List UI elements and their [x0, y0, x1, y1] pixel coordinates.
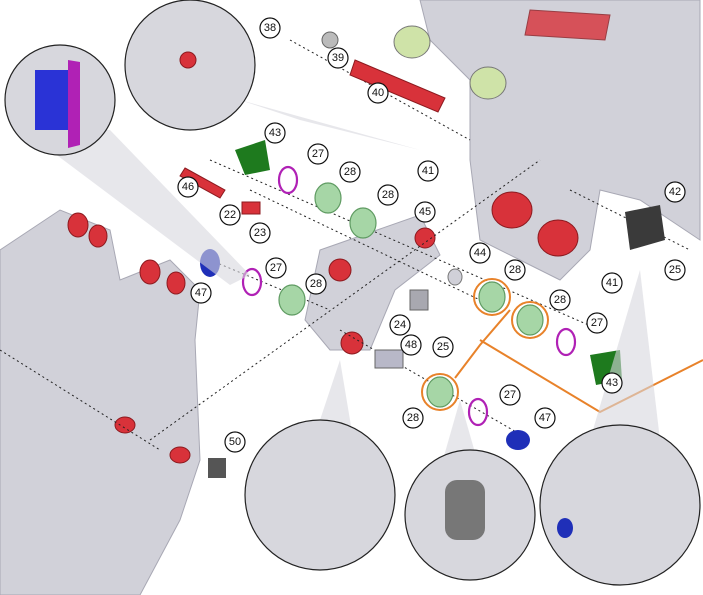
svg-text:45: 45 [419, 206, 431, 218]
svg-text:48: 48 [405, 339, 417, 351]
callout-27: 27 [499, 384, 521, 406]
svg-text:46: 46 [182, 181, 194, 193]
callout-41: 41 [417, 160, 439, 182]
svg-text:38: 38 [264, 22, 276, 34]
callout-28: 28 [339, 161, 361, 183]
svg-text:43: 43 [606, 377, 618, 389]
svg-text:28: 28 [554, 294, 566, 306]
callout-27: 27 [586, 312, 608, 334]
callout-39: 39 [327, 47, 349, 69]
callout-22: 22 [219, 204, 241, 226]
callout-40: 40 [367, 82, 389, 104]
svg-text:43: 43 [269, 127, 281, 139]
callouts: 38 39 40 43 27 28 28 46 22 23 45 41 42 2… [177, 17, 686, 453]
svg-text:28: 28 [407, 412, 419, 424]
assembly-axes [0, 39, 691, 451]
callout-38: 38 [259, 17, 281, 39]
callout-25: 25 [432, 336, 454, 358]
callout-43: 43 [601, 372, 623, 394]
parts [179, 31, 703, 478]
svg-text:47: 47 [195, 287, 207, 299]
nut-43 [235, 140, 270, 175]
svg-text:28: 28 [382, 189, 394, 201]
svg-text:42: 42 [669, 186, 681, 198]
svg-text:39: 39 [332, 52, 344, 64]
svg-text:27: 27 [312, 148, 324, 160]
callout-23: 23 [249, 222, 271, 244]
svg-text:28: 28 [310, 278, 322, 290]
svg-text:27: 27 [504, 389, 516, 401]
svg-text:40: 40 [372, 87, 384, 99]
svg-text:27: 27 [270, 262, 282, 274]
callout-44: 44 [469, 242, 491, 264]
svg-text:24: 24 [394, 319, 406, 331]
svg-text:25: 25 [669, 264, 681, 276]
callout-45: 45 [414, 201, 436, 223]
callout-47: 47 [534, 407, 556, 429]
callout-27: 27 [265, 257, 287, 279]
svg-text:41: 41 [422, 165, 434, 177]
callout-47: 47 [190, 282, 212, 304]
svg-text:25: 25 [437, 341, 449, 353]
callout-46: 46 [177, 176, 199, 198]
callout-28: 28 [504, 259, 526, 281]
main-frame [393, 0, 701, 281]
callout-27: 27 [307, 143, 329, 165]
callout-28: 28 [549, 289, 571, 311]
svg-text:22: 22 [224, 209, 236, 221]
svg-text:50: 50 [229, 436, 241, 448]
svg-text:28: 28 [509, 264, 521, 276]
callout-24: 24 [389, 314, 411, 336]
svg-text:23: 23 [254, 227, 266, 239]
callout-28: 28 [402, 407, 424, 429]
svg-text:41: 41 [606, 277, 618, 289]
svg-text:47: 47 [539, 412, 551, 424]
svg-text:28: 28 [344, 166, 356, 178]
callout-48: 48 [400, 334, 422, 356]
callout-50: 50 [224, 431, 246, 453]
callout-25: 25 [664, 259, 686, 281]
svg-text:27: 27 [591, 317, 603, 329]
callout-28: 28 [377, 184, 399, 206]
callout-42: 42 [664, 181, 686, 203]
detail-views [4, 0, 701, 586]
swingarm [0, 209, 201, 595]
callout-28: 28 [305, 273, 327, 295]
callout-43: 43 [264, 122, 286, 144]
callout-41: 41 [601, 272, 623, 294]
svg-text:44: 44 [474, 247, 486, 259]
rocker-link [304, 214, 441, 355]
